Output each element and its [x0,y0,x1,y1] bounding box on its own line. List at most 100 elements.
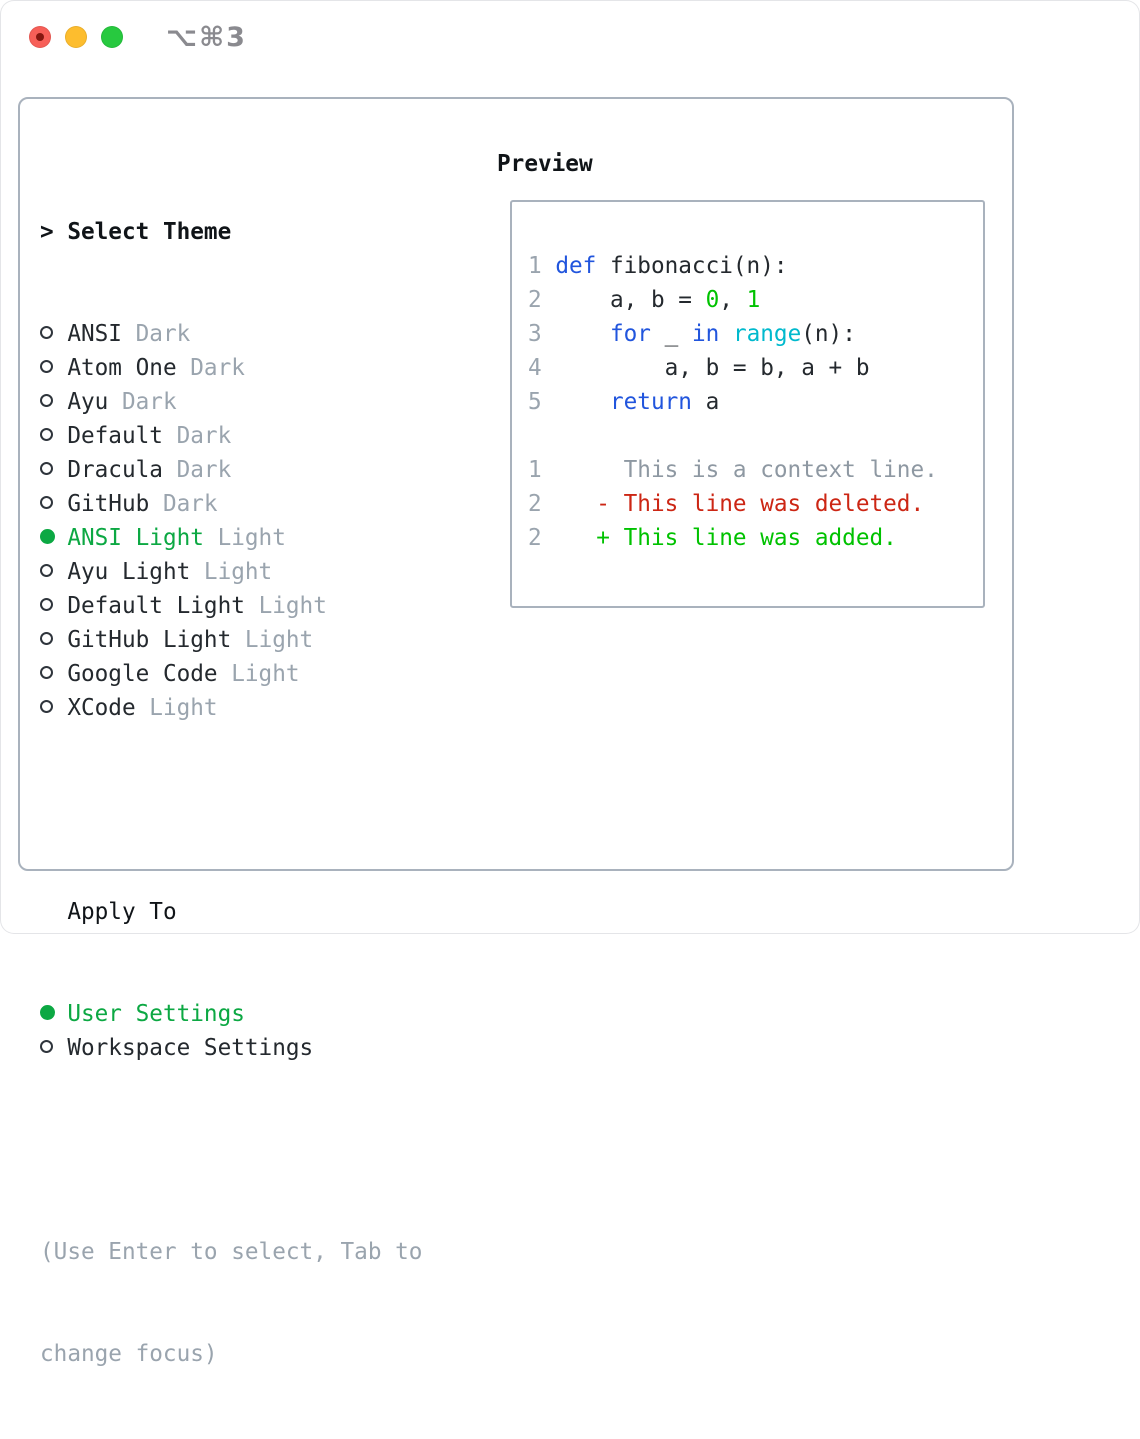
apply-option-user-settings[interactable]: User Settings [40,997,422,1031]
zoom-button[interactable] [101,26,123,48]
variant-badge: Dark [162,457,232,483]
option-label: ANSI Light [67,525,204,551]
radio-circle [40,529,55,544]
code-token-tx: fibonacci(n): [596,253,788,279]
apply-to-header-row: Apply To [40,895,422,929]
option-label: ANSI [67,321,122,347]
radio-circle [40,1040,53,1053]
code-token-kw: in [691,321,720,347]
close-button[interactable] [29,26,51,48]
variant-badge: Dark [149,491,218,517]
code-token-tx [555,321,610,347]
code-line: 4 a, b = b, a + b [528,351,983,385]
option-label: XCode [67,695,136,721]
theme-option-ayu-light[interactable]: Ayu Light Light [40,555,422,589]
code-line-blank [528,419,983,453]
theme-option-default[interactable]: Default Dark [40,419,422,453]
code-token-kw: for [609,321,651,347]
unsaved-dot [36,33,44,41]
radio-circle [40,496,53,509]
radio-circle [40,598,53,611]
code-token-ln: 2 [528,287,556,313]
code-line: 2 - This line was deleted. [528,487,983,521]
titlebar: ⌥⌘3 [0,0,1140,74]
code-token-tx: , [719,287,747,313]
code-line: 5 return a [528,385,983,419]
radio-circle [40,394,53,407]
option-label: User Settings [67,1001,245,1027]
option-label: Ayu Light [67,559,191,585]
code-token-ln: 3 [528,321,556,347]
apply-option-workspace-settings[interactable]: Workspace Settings [40,1031,422,1065]
radio-selected-icon [40,997,67,1031]
code-line: 3 for _ in range(n): [528,317,983,351]
radio-unselected-icon [40,317,67,351]
variant-badge: Light [203,525,286,551]
radio-selected-icon [40,521,67,555]
variant-badge: Light [217,661,300,687]
option-label: Workspace Settings [67,1035,314,1061]
code-token-ln: 1 [528,457,556,483]
theme-option-google-code[interactable]: Google Code Light [40,657,422,691]
radio-unselected-icon [40,1031,67,1065]
radio-unselected-icon [40,487,67,521]
theme-option-github[interactable]: GitHub Dark [40,487,422,521]
window-title: ⌥⌘3 [166,22,247,53]
variant-badge: Dark [176,355,245,381]
radio-unselected-icon [40,623,67,657]
radio-unselected-icon [40,555,67,589]
minimize-button[interactable] [65,26,87,48]
option-label: Atom One [67,355,177,381]
theme-option-ansi[interactable]: ANSI Dark [40,317,422,351]
option-label: Default Light [67,593,245,619]
radio-circle [40,462,53,475]
code-line: 2 a, b = 0, 1 [528,283,983,317]
theme-option-xcode[interactable]: XCode Light [40,691,422,725]
code-token-tx: a, b = [555,287,706,313]
code-token-ln: 2 [528,491,556,517]
radio-circle [40,428,53,441]
theme-option-github-light[interactable]: GitHub Light Light [40,623,422,657]
code-line: 1 This is a context line. [528,453,983,487]
spacer-row [40,1133,422,1167]
theme-list-header-row: > Select Theme [40,215,422,249]
code-token-tx [555,389,610,415]
option-label: Ayu [67,389,109,415]
variant-badge: Dark [121,321,191,347]
radio-circle [40,666,53,679]
radio-circle [40,326,53,339]
variant-badge: Light [231,627,314,653]
code-token-tx [719,321,733,347]
code-token-tx: a, b = b, a + b [555,355,870,381]
code-token-ln: 1 [528,253,556,279]
radio-circle [40,700,53,713]
selection-caret-icon: > [40,219,54,245]
radio-circle [40,360,53,373]
code-token-kw: def [555,253,597,279]
code-token-tx: a [691,389,720,415]
radio-unselected-icon [40,351,67,385]
option-label: GitHub [67,491,150,517]
hint-line-1: (Use Enter to select, Tab to [40,1239,423,1265]
option-label: Default [67,423,163,449]
radio-unselected-icon [40,385,67,419]
code-token-ln: 4 [528,355,556,381]
variant-badge: Dark [162,423,232,449]
theme-option-atom-one[interactable]: Atom One Dark [40,351,422,385]
theme-option-ansi-light[interactable]: ANSI Light Light [40,521,422,555]
option-label: Dracula [67,457,163,483]
code-token-ln: 2 [528,525,556,551]
code-token-kw: return [609,389,692,415]
code-token-tx: (n): [801,321,856,347]
code-line: 2 + This line was added. [528,521,983,555]
theme-option-default-light[interactable]: Default Light Light [40,589,422,623]
theme-list-title: Select Theme [67,219,232,245]
radio-unselected-icon [40,657,67,691]
option-label: GitHub Light [67,627,232,653]
theme-option-ayu[interactable]: Ayu Dark [40,385,422,419]
theme-option-dracula[interactable]: Dracula Dark [40,453,422,487]
